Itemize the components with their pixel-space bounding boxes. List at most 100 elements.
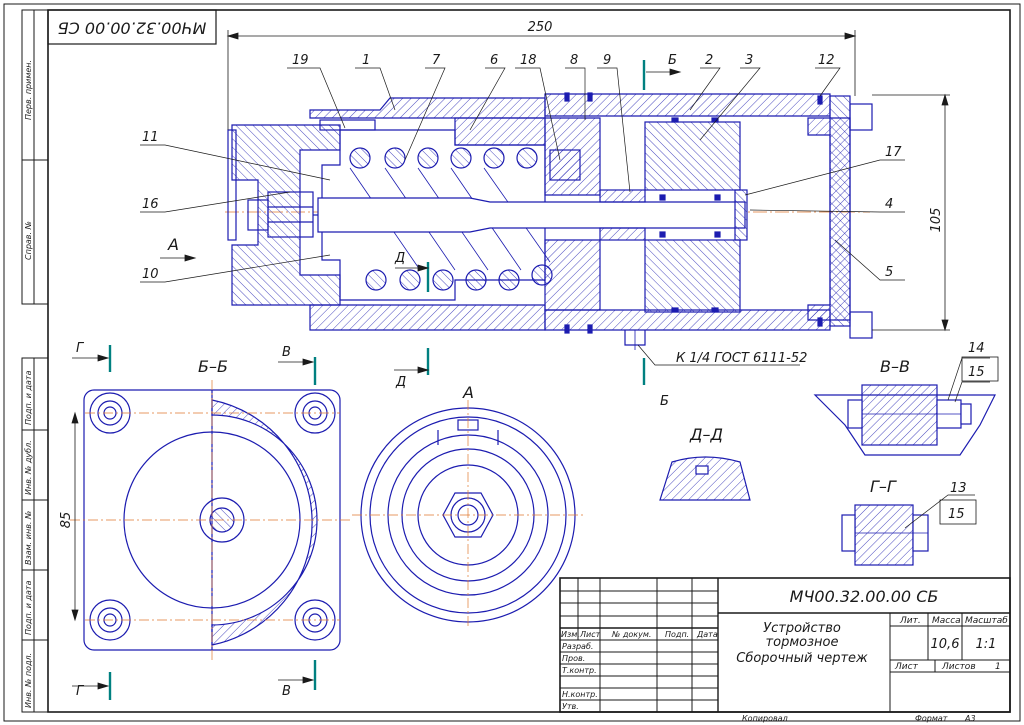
section-vv-view [813, 384, 996, 456]
dim-bolt-spacing-label: 85 [59, 512, 74, 529]
stamp-header-sign: Подп. [665, 630, 689, 639]
stamp-row-0: Разраб. [562, 642, 593, 651]
left-flange-outer [227, 129, 237, 241]
stamp-designation: МЧ00.32.00.00 СБ [790, 587, 939, 606]
marker-v-top: В [282, 345, 291, 360]
arrow-d-top [395, 264, 430, 272]
section-gg-title: Г–Г [870, 477, 897, 496]
spring-top-coils [349, 147, 538, 169]
stamp-col-mass: Масса [932, 616, 961, 626]
section-bb-title: Б–Б [198, 357, 228, 376]
dim-height [872, 93, 950, 332]
main-section-view [225, 92, 873, 350]
side-label-4: Взам. инв. № [24, 511, 33, 565]
stamp-col-lit: Лит. [899, 616, 921, 626]
tie-bolt-bottom [849, 311, 873, 339]
section-markers [108, 60, 646, 700]
arrow-a [160, 254, 197, 262]
outer-frame [3, 3, 1021, 722]
seals [564, 92, 823, 334]
piston-3-upper [644, 121, 741, 191]
callout-15-box-vv [961, 356, 999, 382]
rod-collar-9-low [599, 227, 646, 241]
marker-g-bottom: Г [76, 684, 85, 699]
callout-7: 7 [432, 53, 441, 68]
callout-15-vv: 15 [968, 365, 985, 380]
side-label-2: Подп. и дата [24, 370, 33, 425]
stamp-header-doc: № докум. [611, 630, 651, 639]
callout-14: 14 [968, 341, 985, 356]
callout-13: 13 [950, 481, 967, 496]
callout-8: 8 [570, 53, 578, 68]
cylinder-bottom-wall [309, 304, 546, 331]
callout-1: 1 [362, 53, 370, 68]
marker-d-bottom: Д [395, 375, 406, 390]
tie-bolt-top [849, 103, 873, 131]
side-label-3: Инв. № дубл. [24, 440, 33, 495]
spring-bottom-coils [365, 264, 553, 291]
stamp-sheets-label: Листов [941, 662, 976, 672]
callout-12: 12 [818, 53, 835, 68]
arrow-v-top [278, 358, 315, 366]
view-a-axes [352, 400, 584, 628]
left-side-strip [21, 9, 49, 713]
marker-v-bottom: В [282, 684, 291, 699]
section-gg-leader [904, 494, 975, 529]
dim-overall-length [226, 30, 857, 130]
stamp-format-value: А3 [964, 714, 976, 723]
part-6-block [454, 117, 546, 146]
stamp-row-4: Н.контр. [562, 690, 598, 699]
callout-10: 10 [142, 267, 159, 282]
callout-19: 19 [292, 53, 309, 68]
callout-2: 2 [705, 53, 713, 68]
leader-lines [140, 67, 905, 366]
dim-bolt-spacing [71, 411, 79, 622]
arrow-b-top [646, 68, 682, 76]
arrow-g-top [72, 354, 110, 362]
rod-end-17 [734, 189, 748, 241]
callout-6: 6 [490, 53, 498, 68]
stamp-row-1: Пров. [562, 654, 585, 663]
stamp-mass: 10,6 [931, 637, 960, 652]
arrow-v-bottom [278, 676, 315, 684]
callout-15-gg: 15 [948, 507, 965, 522]
section-gg-view [841, 504, 929, 566]
callout-11: 11 [142, 130, 159, 145]
dim-height-label: 105 [929, 208, 944, 233]
section-dd-view [659, 456, 751, 501]
stamp-copied: Копировал [742, 714, 788, 723]
callout-18: 18 [520, 53, 537, 68]
partition-8-lower [544, 239, 601, 311]
stamp-header-list: Лист [579, 630, 601, 639]
section-bb-axes [70, 380, 350, 660]
callout-3: 3 [745, 53, 753, 68]
section-dd-title: Д–Д [689, 425, 723, 444]
callout-16: 16 [142, 197, 159, 212]
stamp-title-1: Устройство [763, 621, 841, 636]
side-label-6: Инв. № подл. [24, 653, 33, 708]
stamp-col-scale: Масштаб [965, 616, 1008, 626]
marker-b-bottom: Б [660, 394, 669, 409]
stamp-header-date: Дата [696, 630, 718, 639]
stamp-title-3: Сборочный чертеж [736, 651, 868, 666]
thread-note: К 1/4 ГОСТ 6111-52 [676, 351, 807, 366]
stamp-header-izm: Изм. [561, 630, 580, 639]
part-19-key [319, 119, 376, 131]
stamp-sheets-count: 1 [995, 662, 1001, 672]
callout-4: 4 [885, 197, 893, 212]
arrow-d-bottom [394, 366, 430, 374]
callout-15-box-gg [939, 499, 977, 525]
corner-designation: МЧ00.32.00.00 СБ [58, 19, 207, 38]
title-block-grid [559, 577, 1011, 713]
side-label-5: Подп. и дата [24, 580, 33, 635]
stamp-row-2: Т.контр. [562, 666, 597, 675]
stamp-row-5: Утв. [562, 702, 579, 711]
bolt-end [247, 199, 269, 231]
marker-d-top: Д [394, 251, 405, 266]
arrow-g-bottom [72, 682, 110, 690]
view-a-title: А [462, 383, 474, 402]
stamp-sheet-label: Лист [894, 662, 919, 672]
piston-rod-4 [317, 197, 746, 233]
arrow-a-letter: А [167, 235, 179, 254]
marker-g-top: Г [76, 341, 85, 356]
